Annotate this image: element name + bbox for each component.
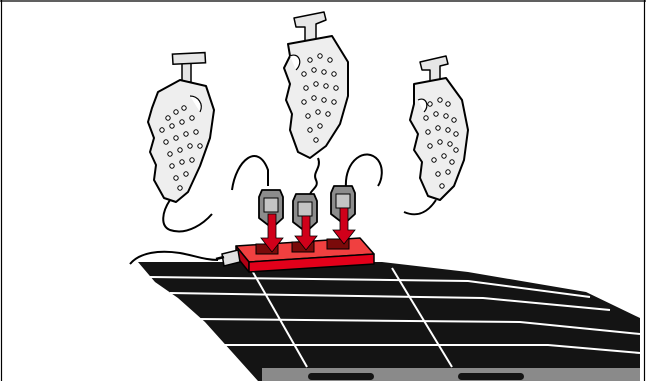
insert-arrows <box>260 207 356 253</box>
cable-left-plug <box>231 155 269 191</box>
track-icon <box>138 262 641 381</box>
port-3 <box>326 238 350 250</box>
grip-dots <box>159 53 459 191</box>
arrow-down-icon <box>294 215 318 251</box>
arrow-down-icon <box>260 213 284 253</box>
cable-right-plug <box>344 153 383 189</box>
plug-3 <box>330 185 356 225</box>
arrow-down-icon <box>332 207 356 245</box>
controller-right <box>409 55 469 201</box>
cable-right <box>403 199 437 216</box>
track-cable <box>129 250 219 265</box>
controller-left <box>147 51 215 203</box>
cable-left <box>162 199 213 233</box>
cable-center <box>308 157 320 199</box>
plug-2 <box>292 193 318 233</box>
plug-1 <box>258 189 284 229</box>
